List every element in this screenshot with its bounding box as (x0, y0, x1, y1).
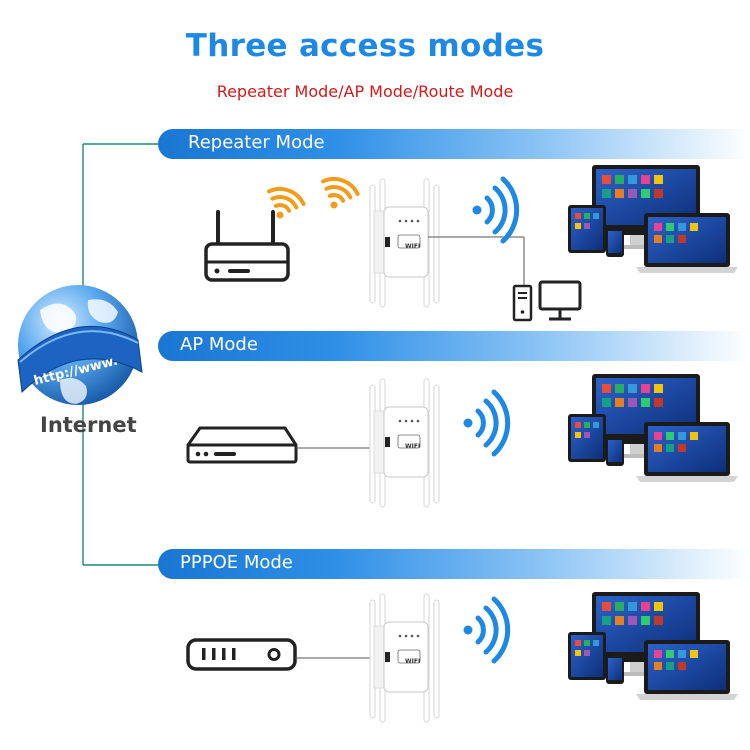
desktop-pc-icon (512, 280, 582, 322)
extender-badge: WIFI (405, 658, 420, 665)
globe-icon (17, 285, 143, 405)
wifi-signal-blue-icon (464, 599, 508, 661)
mode-band-ap: AP Mode (158, 331, 750, 361)
mode-label-ap: AP Mode (180, 334, 258, 355)
mode-label-pppoe: PPPOE Mode (180, 552, 293, 573)
mode-band-pppoe: PPPOE Mode (158, 549, 750, 579)
router-icon (204, 210, 290, 282)
client-devices-icon (568, 165, 738, 273)
internet-label: Internet (40, 413, 137, 437)
page-subtitle: Repeater Mode/AP Mode/Route Mode (216, 82, 514, 101)
extender-badge: WIFI (405, 443, 420, 450)
wifi-signal-orange-icon (317, 168, 362, 212)
modem-icon (186, 426, 298, 464)
mode-label-repeater: Repeater Mode (188, 132, 325, 153)
extender-badge: WIFI (405, 243, 420, 250)
wifi-signal-blue-icon (473, 179, 517, 241)
optical-modem-icon (186, 638, 297, 671)
wifi-signal-blue-icon (464, 392, 508, 454)
client-devices-icon (568, 374, 738, 482)
mode-band-repeater: Repeater Mode (158, 129, 750, 159)
client-devices-icon (568, 592, 738, 700)
page-title: Three access modes (185, 28, 545, 64)
